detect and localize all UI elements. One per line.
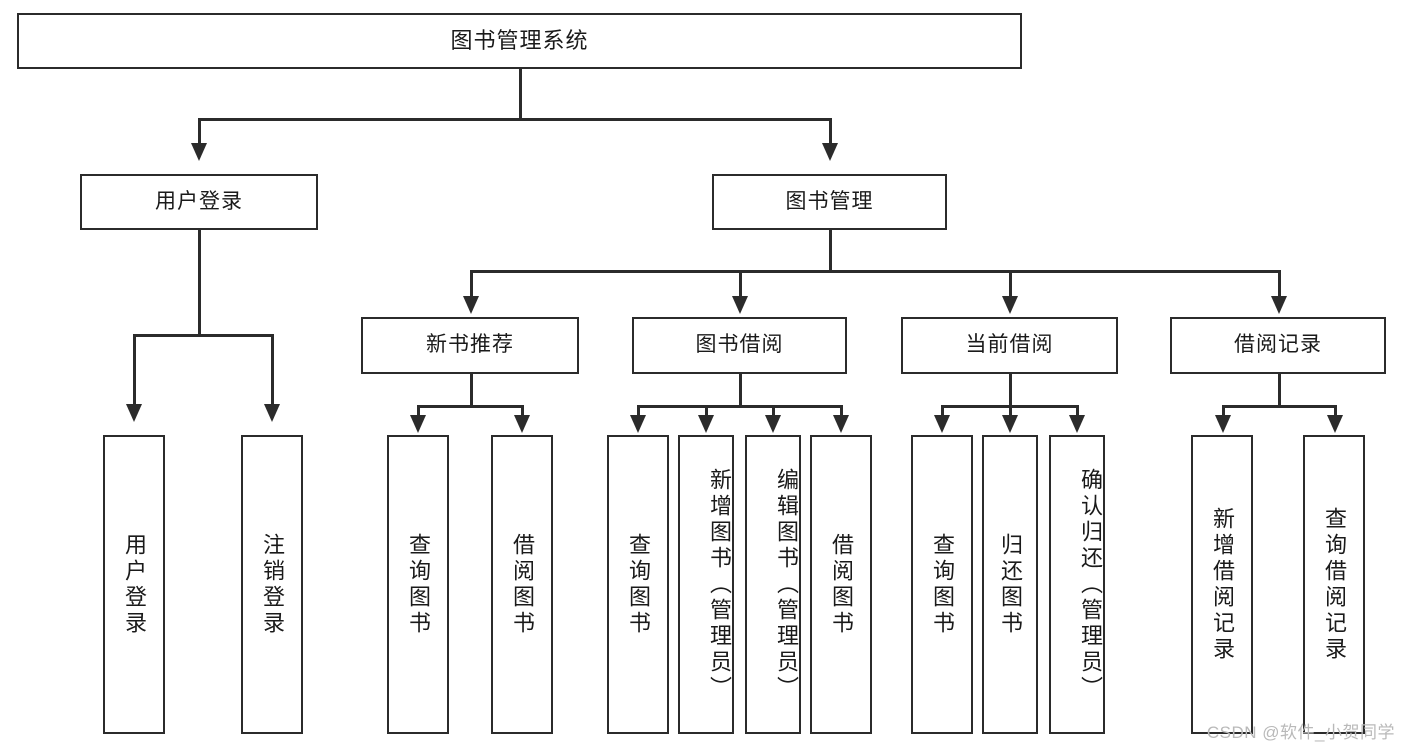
leaf-query-borrow-record[interactable]: 查询借阅记录: [1303, 435, 1365, 734]
node-label: 图书管理系统: [450, 28, 589, 54]
edge-root-stem: [519, 69, 522, 119]
node-current-borrow[interactable]: 当前借阅: [901, 317, 1118, 374]
node-book-management[interactable]: 图书管理: [712, 174, 947, 230]
edge-new-book-stem: [470, 374, 473, 407]
leaf-query-book-borrow[interactable]: 查询图书: [607, 435, 669, 734]
edge-level1-bar: [198, 118, 831, 121]
leaf-edit-book[interactable]: 编辑图书（管理员）: [745, 435, 801, 734]
arrow-to-leaf-query-book-3: [934, 415, 950, 433]
arrow-to-leaf-query-record: [1327, 415, 1343, 433]
leaf-query-book-current[interactable]: 查询图书: [911, 435, 973, 734]
leaf-logout[interactable]: 注销登录: [241, 435, 303, 734]
leaf-label: 查询图书: [405, 532, 431, 637]
leaf-borrow-book-recommend[interactable]: 借阅图书: [491, 435, 553, 734]
edge-level1-drop-user-login: [198, 118, 201, 148]
edge-new-book-bar: [417, 405, 523, 408]
edge-user-login-drop-1: [133, 334, 136, 406]
arrow-to-book-borrow: [732, 296, 748, 314]
node-label: 图书管理: [785, 189, 874, 213]
edge-level2-drop-3: [1009, 270, 1012, 300]
arrow-to-leaf-query-book-2: [630, 415, 646, 433]
arrow-to-leaf-borrow-book-1: [514, 415, 530, 433]
edge-level2-drop-2: [739, 270, 742, 300]
csdn-watermark: CSDN @软件_小贺同学: [1206, 723, 1395, 742]
leaf-label: 借阅图书: [509, 532, 535, 637]
edge-book-management-stem: [829, 230, 832, 272]
arrow-to-new-book-recommend: [463, 296, 479, 314]
edge-borrow-record-bar: [1222, 405, 1335, 408]
arrow-to-current-borrow: [1002, 296, 1018, 314]
edge-user-login-bar: [133, 334, 273, 337]
node-borrow-record[interactable]: 借阅记录: [1170, 317, 1386, 374]
leaf-query-book-recommend[interactable]: 查询图书: [387, 435, 449, 734]
arrow-to-leaf-edit-book: [765, 415, 781, 433]
arrow-to-leaf-confirm-return: [1069, 415, 1085, 433]
node-new-book-recommend[interactable]: 新书推荐: [361, 317, 579, 374]
leaf-label: 编辑图书（管理员）: [774, 467, 799, 702]
leaf-label: 借阅图书: [828, 532, 854, 637]
leaf-return-book[interactable]: 归还图书: [982, 435, 1038, 734]
edge-book-borrow-stem: [739, 374, 742, 407]
node-user-login[interactable]: 用户登录: [80, 174, 318, 230]
leaf-label: 新增借阅记录: [1209, 506, 1235, 663]
edge-level2-bar: [470, 270, 1281, 273]
leaf-confirm-return[interactable]: 确认归还（管理员）: [1049, 435, 1105, 734]
edge-level2-drop-1: [470, 270, 473, 300]
node-label: 新书推荐: [426, 333, 514, 357]
edge-level1-drop-book-management: [829, 118, 832, 148]
node-label: 用户登录: [155, 189, 243, 213]
arrow-to-leaf-user-login: [126, 404, 142, 422]
edge-book-borrow-bar: [637, 405, 842, 408]
leaf-borrow-book[interactable]: 借阅图书: [810, 435, 872, 734]
leaf-label: 用户登录: [121, 532, 147, 637]
leaf-label: 查询借阅记录: [1321, 506, 1347, 663]
arrow-to-leaf-logout: [264, 404, 280, 422]
edge-user-login-stem: [198, 230, 201, 336]
arrow-to-leaf-add-book: [698, 415, 714, 433]
leaf-label: 查询图书: [625, 532, 651, 637]
leaf-label: 新增图书（管理员）: [707, 467, 732, 702]
leaf-add-book[interactable]: 新增图书（管理员）: [678, 435, 734, 734]
edge-borrow-record-stem: [1278, 374, 1281, 407]
node-book-borrow[interactable]: 图书借阅: [632, 317, 847, 374]
node-root-book-management-system[interactable]: 图书管理系统: [17, 13, 1022, 69]
leaf-label: 归还图书: [997, 532, 1023, 637]
arrow-to-book-management: [822, 143, 838, 161]
leaf-label: 确认归还（管理员）: [1078, 467, 1103, 702]
arrow-to-user-login: [191, 143, 207, 161]
leaf-user-login[interactable]: 用户登录: [103, 435, 165, 734]
arrow-to-leaf-borrow-book-2: [833, 415, 849, 433]
leaf-add-borrow-record[interactable]: 新增借阅记录: [1191, 435, 1253, 734]
node-label: 图书借阅: [695, 333, 784, 357]
arrow-to-borrow-record: [1271, 296, 1287, 314]
arrow-to-leaf-return-book: [1002, 415, 1018, 433]
leaf-label: 查询图书: [929, 532, 955, 637]
arrow-to-leaf-add-record: [1215, 415, 1231, 433]
node-label: 当前借阅: [965, 333, 1054, 357]
leaf-label: 注销登录: [259, 532, 285, 637]
node-label: 借阅记录: [1234, 333, 1322, 357]
edge-user-login-drop-2: [271, 334, 274, 406]
edge-current-borrow-stem: [1009, 374, 1012, 407]
edge-level2-drop-4: [1278, 270, 1281, 300]
arrow-to-leaf-query-book-1: [410, 415, 426, 433]
